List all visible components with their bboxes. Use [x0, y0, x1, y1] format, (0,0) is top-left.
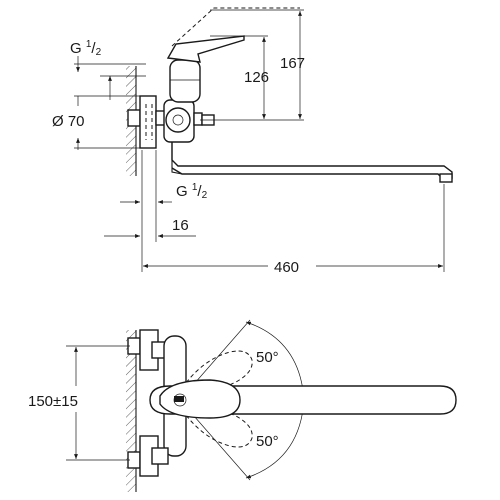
thread-top-label: G 1/2	[70, 39, 102, 58]
depth-16-label: 16	[172, 217, 189, 234]
spout	[171, 142, 453, 179]
wall-connector	[127, 109, 141, 127]
side-stub	[193, 112, 203, 126]
cartridge-column	[169, 59, 201, 103]
cartridge-ring	[165, 107, 191, 133]
top-view: 150±15 50° 50°	[28, 319, 457, 492]
height-126-label: 126	[244, 69, 269, 86]
escutcheon	[139, 95, 157, 149]
lever-handle	[166, 35, 245, 63]
height-167-label: 167	[280, 55, 305, 72]
angle-top-label: 50°	[256, 349, 279, 366]
spout-460-label: 460	[274, 259, 299, 276]
lever-logo	[174, 396, 184, 402]
thread-bottom-label: G 1/2	[176, 182, 208, 201]
angle-bottom-label: 50°	[256, 433, 279, 450]
spacing-label: 150±15	[28, 393, 78, 410]
label-backdrop	[268, 256, 316, 276]
spout-root	[171, 142, 183, 175]
lever-ghost-up	[177, 350, 253, 405]
side-view: G 1/2 Ø 70 126 167 G 1/2 16 460	[52, 7, 453, 276]
diameter-label: Ø 70	[52, 113, 85, 130]
wall-hatch-bottom	[126, 330, 136, 492]
lever-ghost-down	[177, 395, 253, 448]
lever-swing-ghost	[171, 7, 300, 47]
aerator	[439, 173, 453, 183]
cartridge-center	[172, 114, 184, 126]
lower-nut	[151, 447, 169, 465]
lever-top	[159, 379, 241, 419]
